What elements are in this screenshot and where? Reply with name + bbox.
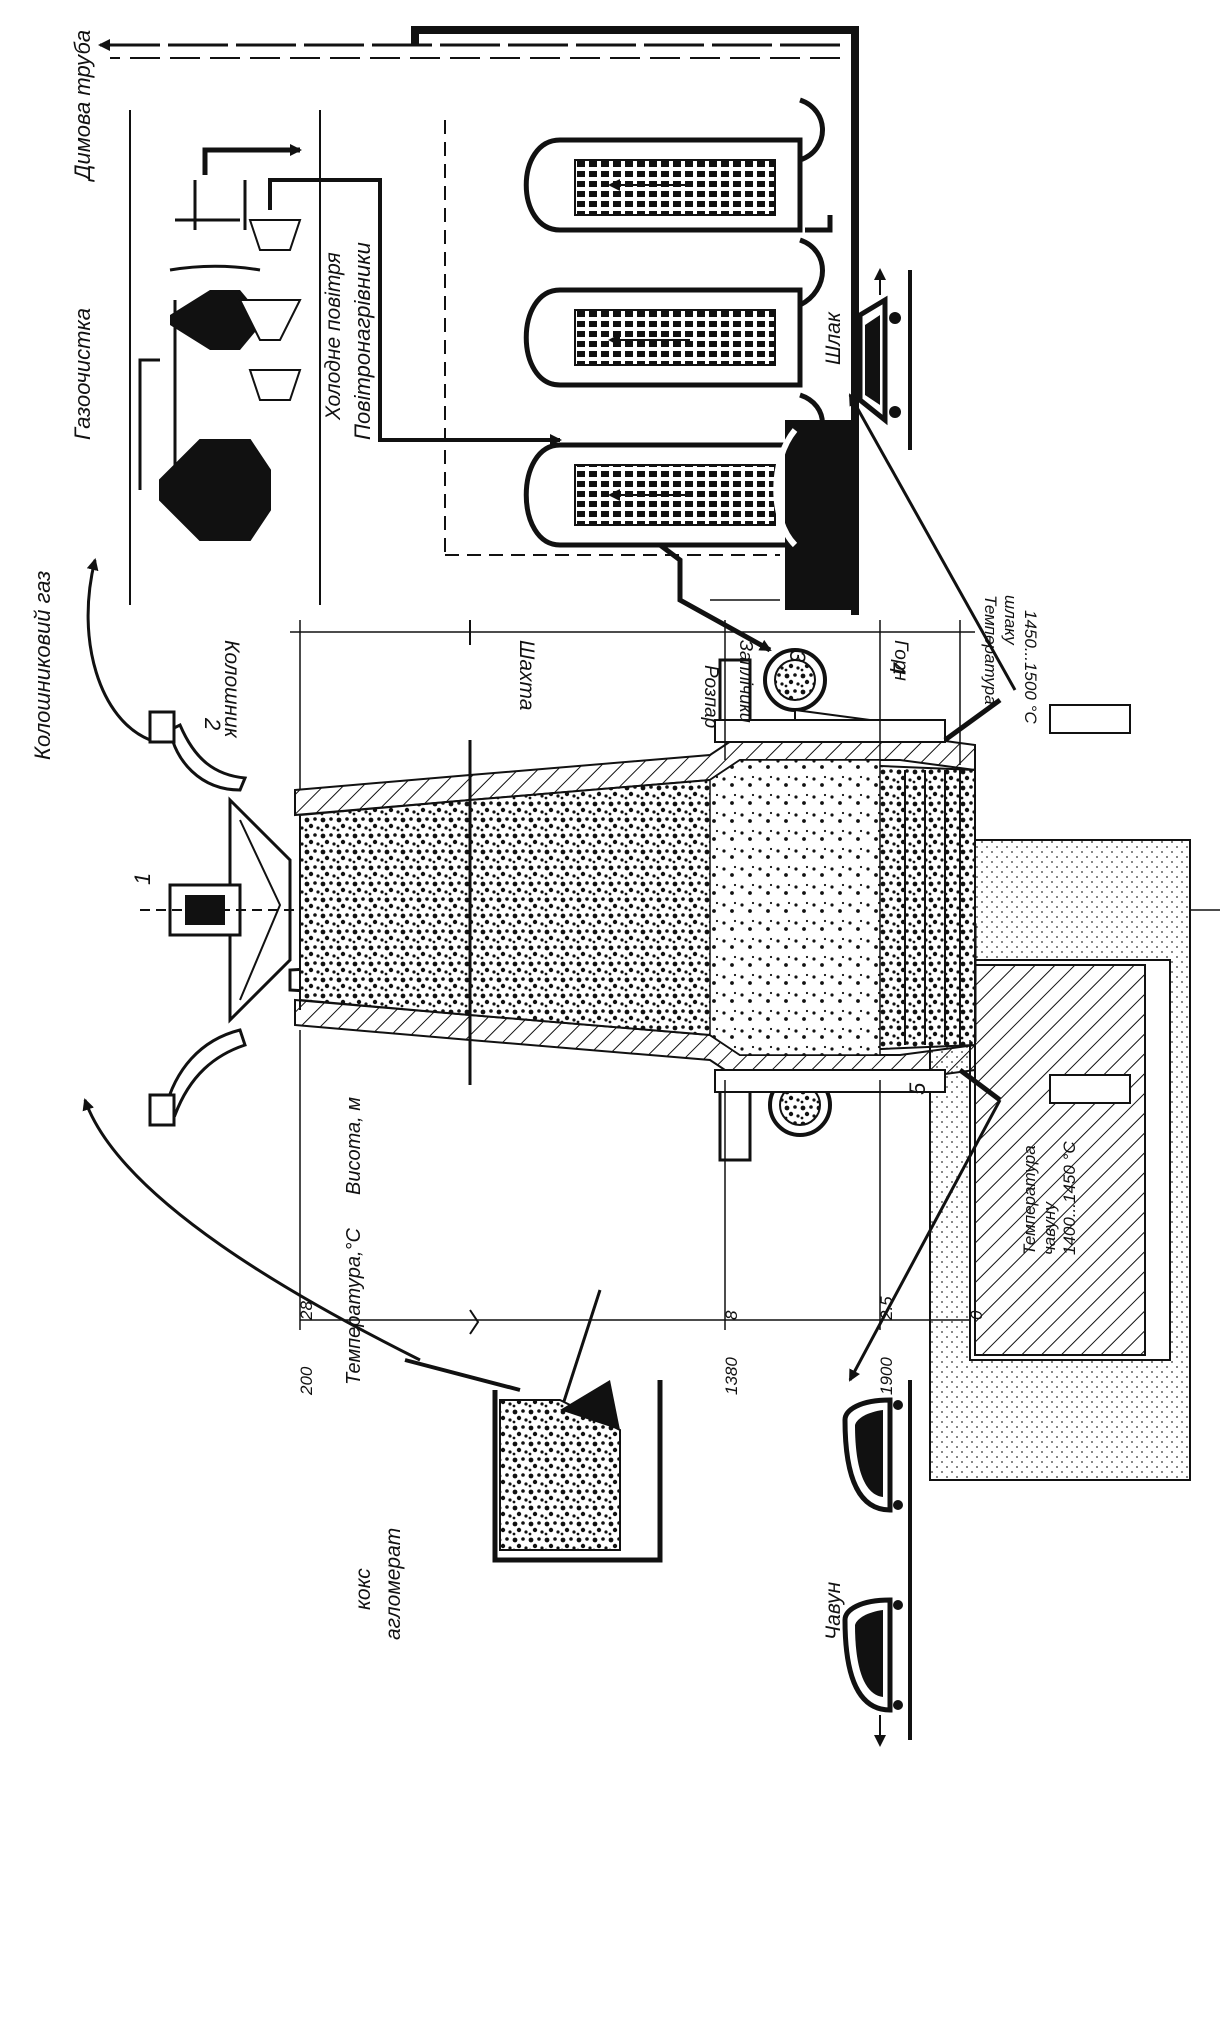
temp-tick-200: 200 <box>297 1366 316 1396</box>
label-belly: Розпар <box>700 665 721 728</box>
slag-flow-arrow <box>848 393 1017 691</box>
label-gas-cleaning: Газоочистка <box>70 308 95 440</box>
top-gas-arrow <box>86 558 151 742</box>
label-iron: Чавун <box>822 1581 845 1640</box>
label-shaft: Шахта <box>515 640 538 710</box>
label-cold-air: Холодне повітря <box>322 252 345 421</box>
label-stoves: Повітронагрівники <box>350 242 375 440</box>
hot-stove-1 <box>523 97 833 233</box>
callout-2: 2 <box>200 717 225 730</box>
height-temperature-scale <box>299 1030 971 1335</box>
hot-stoves <box>98 26 859 653</box>
hot-stove-2 <box>523 237 825 388</box>
label-temperature: Температура,°С <box>343 1227 365 1385</box>
blast-furnace <box>140 648 1220 1481</box>
callout-3: 3 <box>785 650 810 663</box>
zone-dimension-lines <box>290 599 975 790</box>
rotated-labels-flipped: Колошник Шахта Розпар Заплічики Горн Тем… <box>200 595 1040 739</box>
label-charge-coke: кокс <box>352 1568 375 1610</box>
label-temp-slag-3: 1450...1500 °C <box>1021 610 1040 724</box>
label-chimney-1: Димова труба <box>70 30 95 183</box>
label-height: Висота, м <box>343 1097 365 1195</box>
label-temp-slag-2: шлаку <box>1001 595 1020 646</box>
label-slag: Шлак <box>822 311 845 365</box>
label-top-zone: Колошник <box>220 640 243 739</box>
label-hearth: Горн <box>890 640 911 681</box>
furnace-bottom-block <box>974 964 1146 1356</box>
callout-4: 4 <box>885 662 910 674</box>
label-top-gas: Колошниковий газ <box>30 571 55 760</box>
label-temp-iron-1: Температура <box>1020 1145 1039 1255</box>
label-temp-iron-2: чавуну <box>1040 1201 1059 1255</box>
temp-tick-1900: 1900 <box>877 1357 896 1395</box>
height-tick-2-5: 2.5 <box>877 1296 896 1321</box>
slag-ladle <box>857 268 912 450</box>
iron-ladles <box>842 1380 912 1747</box>
height-tick-0: 0 <box>967 1310 986 1320</box>
height-tick-8: 8 <box>722 1310 741 1320</box>
label-bosh: Заплічики <box>736 640 756 723</box>
callout-1: 1 <box>130 873 155 885</box>
label-charge-sinter: агломерат <box>382 1528 405 1640</box>
callout-5: 5 <box>905 1082 930 1095</box>
charge-arrow <box>82 1098 421 1362</box>
height-tick-28: 28 <box>297 1301 316 1321</box>
label-temp-slag-1: Температура <box>981 595 1000 705</box>
charge-bin <box>404 1358 663 1563</box>
label-temp-iron-3: 1400...1450 °C <box>1060 1141 1079 1255</box>
temp-tick-1380: 1380 <box>722 1357 741 1395</box>
rotated-labels: Колошниковий газ Газоочистка Димова труб… <box>30 30 1079 1640</box>
gas-cleaning <box>129 110 321 605</box>
iron-flow-arrow <box>848 1099 1002 1382</box>
